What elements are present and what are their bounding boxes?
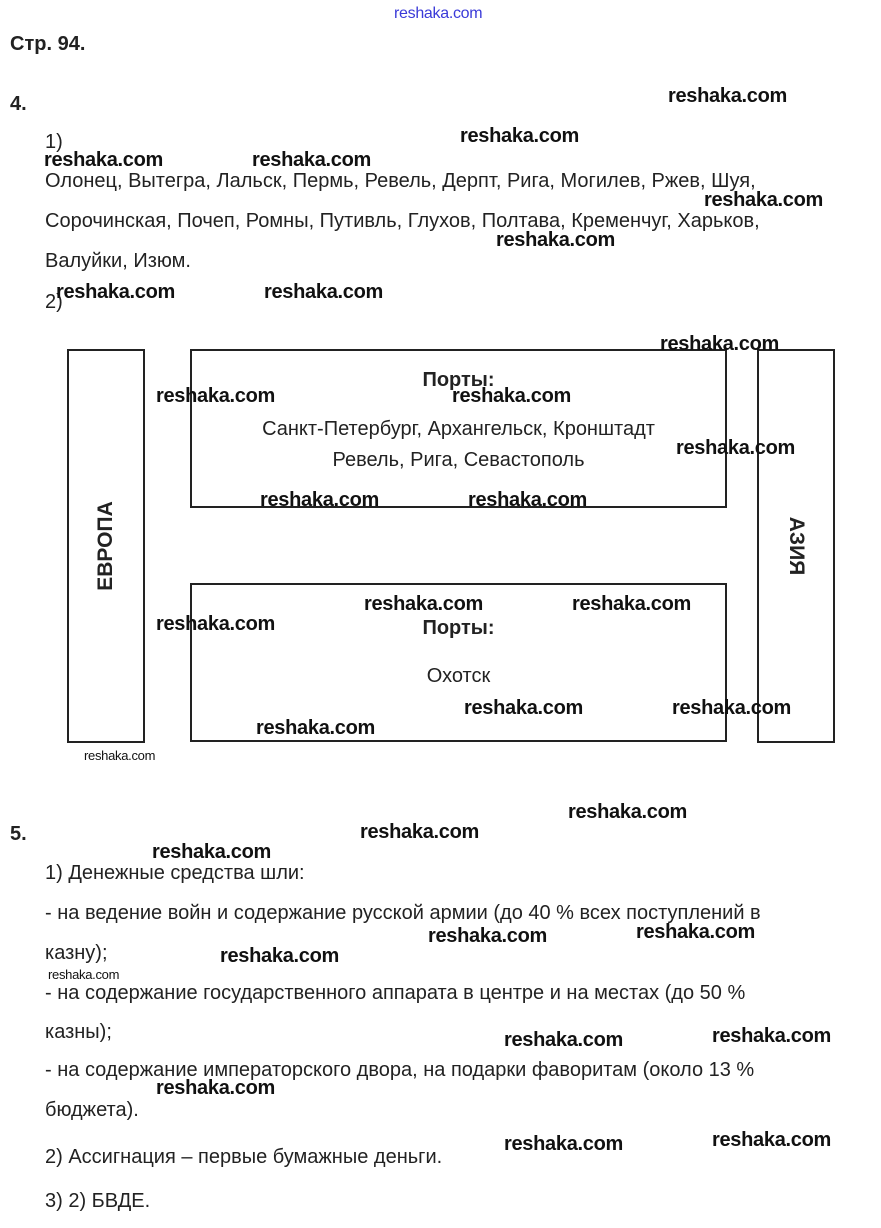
ports-line: Охотск <box>426 665 491 687</box>
watermark: reshaka.com <box>156 1077 275 1099</box>
watermark: reshaka.com <box>156 385 275 407</box>
watermark: reshaka.com <box>360 821 479 843</box>
watermark: reshaka.com <box>44 149 163 171</box>
task-5-line: 2) Ассигнация – первые бумажные деньги. <box>45 1146 443 1168</box>
watermark: reshaka.com <box>636 921 755 943</box>
watermark: reshaka.com <box>572 593 691 615</box>
ports-title: Порты: <box>422 617 495 639</box>
ports-title: Порты: <box>422 369 495 391</box>
watermark: reshaka.com <box>672 697 791 719</box>
top-ports-box: Порты: Санкт-Петербург, Архангельск, Кро… <box>190 349 727 508</box>
bottom-ports-box: Порты: Охотск <box>190 583 727 742</box>
task-5-line: 1) Денежные средства шли: <box>45 862 305 884</box>
watermark: reshaka.com <box>568 801 687 823</box>
watermark: reshaka.com <box>156 613 275 635</box>
europe-box: ЕВРОПА <box>67 349 145 743</box>
watermark: reshaka.com <box>152 841 271 863</box>
task-5-number: 5. <box>10 823 27 845</box>
watermark: reshaka.com <box>496 229 615 251</box>
task-4-part-2-label: 2) <box>45 291 63 313</box>
watermark: reshaka.com <box>394 5 483 22</box>
watermark: reshaka.com <box>468 489 587 511</box>
ports-line: Санкт-Петербург, Архангельск, Кронштадт <box>262 418 655 440</box>
watermark: reshaka.com <box>704 189 823 211</box>
watermark: reshaka.com <box>428 925 547 947</box>
asia-label: АЗИЯ <box>785 516 808 576</box>
task-5-line: - на содержание государственного аппарат… <box>45 982 746 1004</box>
watermark: reshaka.com <box>668 85 787 107</box>
watermark: reshaka.com <box>712 1129 831 1151</box>
watermark: reshaka.com <box>84 748 156 763</box>
asia-box: АЗИЯ <box>757 349 835 743</box>
watermark: reshaka.com <box>676 437 795 459</box>
task-5-line: казны); <box>45 1021 112 1043</box>
watermark: reshaka.com <box>260 489 379 511</box>
task-4-line: Олонец, Вытегра, Лальск, Пермь, Ревель, … <box>45 170 756 192</box>
task-5-line: бюджета). <box>45 1099 139 1121</box>
task-5-line: казну); <box>45 942 108 964</box>
watermark: reshaka.com <box>220 945 339 967</box>
watermark: reshaka.com <box>252 149 371 171</box>
watermark: reshaka.com <box>660 333 779 355</box>
page-label: Стр. 94. <box>10 33 86 55</box>
task-4-number: 4. <box>10 93 27 115</box>
ports-line: Ревель, Рига, Севастополь <box>332 449 585 471</box>
watermark: reshaka.com <box>48 967 120 982</box>
watermark: reshaka.com <box>712 1025 831 1047</box>
watermark: reshaka.com <box>264 281 383 303</box>
watermark: reshaka.com <box>56 281 175 303</box>
watermark: reshaka.com <box>504 1029 623 1051</box>
task-5-line: - на содержание императорского двора, на… <box>45 1059 755 1081</box>
task-5-line: 3) 2) БВДЕ. <box>45 1190 151 1212</box>
task-5-line: - на ведение войн и содержание русской а… <box>45 902 761 924</box>
watermark: reshaka.com <box>256 717 375 739</box>
europe-label: ЕВРОПА <box>94 501 117 591</box>
task-4-part-1-label: 1) <box>45 131 63 153</box>
watermark: reshaka.com <box>460 125 579 147</box>
watermark: reshaka.com <box>364 593 483 615</box>
watermark: reshaka.com <box>464 697 583 719</box>
task-4-line: Валуйки, Изюм. <box>45 250 191 272</box>
task-4-line: Сорочинская, Почеп, Ромны, Путивль, Глух… <box>45 210 760 232</box>
watermark: reshaka.com <box>452 385 571 407</box>
watermark: reshaka.com <box>504 1133 623 1155</box>
